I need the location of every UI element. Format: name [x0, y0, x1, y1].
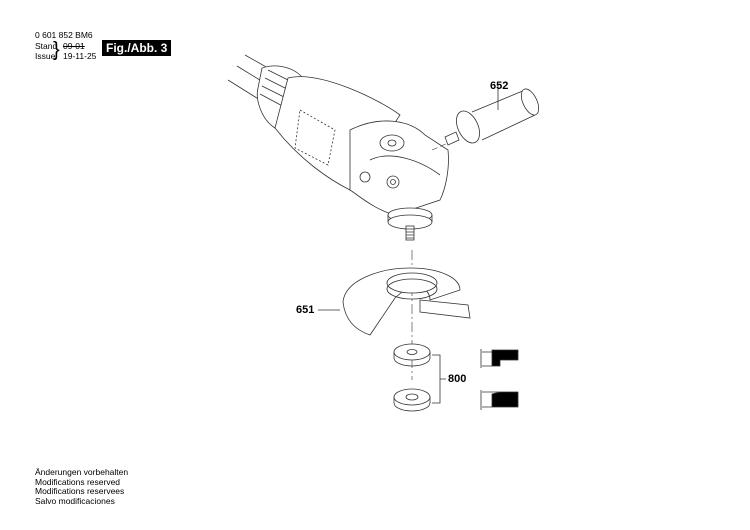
- footer-line: Modifications reserved: [35, 476, 121, 487]
- auxiliary-handle-icon: [444, 85, 540, 146]
- dates: 09-01 19-11-25: [63, 41, 97, 61]
- stand-issue-labels: Stand Issue: [35, 41, 58, 61]
- new-date: 19-11-25: [63, 50, 97, 61]
- stand-label: Stand: [35, 41, 58, 51]
- figure-label: Fig./Abb. 3: [102, 40, 172, 56]
- part-label-652: 652: [490, 80, 509, 92]
- flange-cross-section-icon: [480, 349, 519, 410]
- flange-icon: [393, 343, 446, 412]
- footer-line: Änderungen vorbehalten: [35, 467, 129, 477]
- part-label-800: 800: [448, 373, 467, 385]
- part-number: 0 601 852 BM6: [35, 30, 93, 40]
- footer-line: Modifications reservees: [35, 486, 125, 496]
- footer-notes: Änderungen vorbehalten Modifications res…: [35, 467, 129, 506]
- part-label-651: 651: [296, 304, 315, 316]
- grinder-body-icon: [227, 54, 449, 241]
- old-date: 09-01: [63, 41, 85, 51]
- footer-line: Salvo modificaciones: [35, 495, 115, 506]
- protective-guard-icon: [318, 267, 471, 336]
- brace-icon: }: [53, 39, 60, 61]
- issue-label: Issue: [35, 50, 56, 61]
